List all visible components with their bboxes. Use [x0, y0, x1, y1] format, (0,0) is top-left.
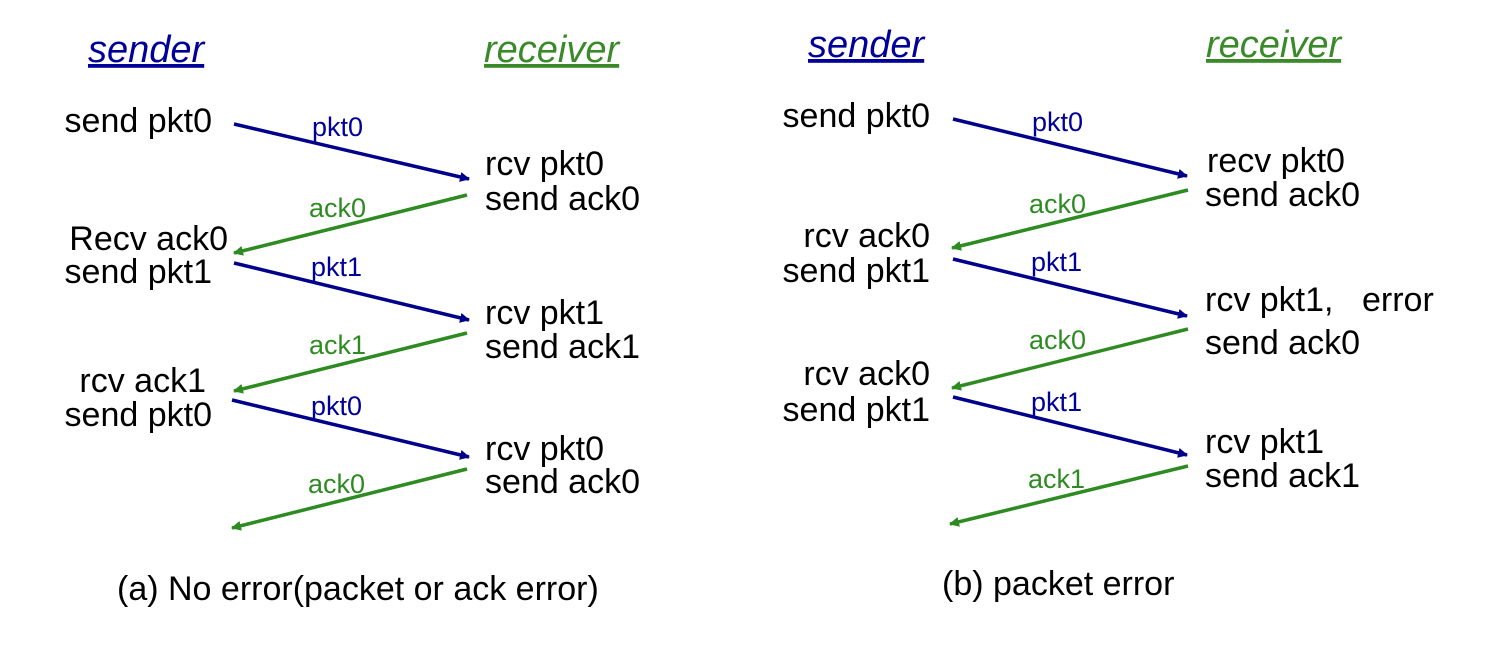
panel-b-sender-event: send pkt0: [783, 97, 930, 135]
panel-a: sender receiver send pkt0 Recv ack0 send…: [65, 29, 640, 608]
panel-b-receiver-event: recv pkt0: [1207, 142, 1345, 180]
panel-b-receiver-heading: receiver: [1206, 24, 1342, 66]
panel-a-message-label: pkt0: [312, 112, 363, 142]
panel-b-ack-arrow: [951, 327, 1189, 391]
panel-a-message-label: ack0: [309, 193, 366, 223]
panel-b-receiver-event: send ack1: [1205, 457, 1360, 495]
panel-b-message-label: pkt1: [1031, 247, 1082, 277]
panel-b-pkt-arrow: [952, 117, 1188, 179]
panel-b-receiver-event: rcv pkt1: [1205, 423, 1324, 461]
panel-b-sender-event: rcv ack0: [803, 217, 930, 255]
panel-a-receiver-event: send ack0: [485, 180, 640, 218]
panel-a-message-label: pkt0: [311, 391, 362, 421]
panel-a-sender-event: rcv ack1: [79, 362, 206, 400]
panel-a-sender-event: send pkt1: [65, 253, 212, 291]
panel-a-receiver-event: rcv pkt0: [485, 430, 604, 468]
panel-a-receiver-event: rcv pkt1: [485, 294, 604, 332]
panel-b-receiver-event: send ack0: [1205, 176, 1360, 214]
panel-a-caption: (a) No error(packet or ack error): [117, 570, 599, 608]
panel-b-sender-heading: sender: [808, 24, 926, 66]
panel-a-receiver-event: send ack0: [485, 463, 640, 501]
panel-a-receiver-heading: receiver: [484, 29, 620, 71]
panel-a-receiver-event: send ack1: [485, 328, 640, 366]
panel-b-ack-arrow: [949, 464, 1189, 527]
panel-a-sender-event: send pkt0: [65, 396, 212, 434]
panel-b-message-label: ack0: [1029, 189, 1086, 219]
panel-a-message-label: ack0: [308, 469, 365, 499]
panel-b-message-label: ack0: [1029, 325, 1086, 355]
panel-a-sender-event: send pkt0: [65, 102, 212, 140]
panel-b-message-label: ack1: [1028, 464, 1085, 494]
panel-b-pkt-arrow: [952, 395, 1188, 458]
panel-b: sender receiver send pkt0 rcv ack0 send …: [783, 24, 1434, 603]
panel-a-pkt-arrow: [231, 398, 470, 460]
panel-a-message-label: pkt1: [311, 252, 362, 282]
panel-a-pkt-arrow: [233, 122, 470, 182]
panel-a-ack-arrow: [231, 467, 468, 531]
panel-b-message-label: pkt0: [1032, 107, 1083, 137]
panel-b-caption: (b) packet error: [942, 565, 1174, 603]
panel-b-receiver-event: rcv pkt1,: [1205, 281, 1333, 319]
panel-b-ack-arrow: [951, 188, 1189, 251]
panel-a-sender-event: Recv ack0: [69, 220, 228, 258]
panel-a-message-label: ack1: [309, 330, 366, 360]
panel-b-pkt-arrow: [952, 257, 1188, 319]
panel-b-sender-event: rcv ack0: [803, 355, 930, 393]
panel-b-error-label: error: [1362, 281, 1434, 319]
panel-a-pkt-arrow: [233, 261, 470, 323]
panel-a-receiver-event: rcv pkt0: [485, 145, 604, 183]
panel-b-sender-event: send pkt1: [783, 252, 930, 290]
panel-a-ack-arrow: [233, 193, 468, 256]
panel-a-ack-arrow: [233, 331, 468, 394]
panel-b-receiver-event: send ack0: [1205, 324, 1360, 362]
panel-b-message-label: pkt1: [1031, 387, 1082, 417]
panel-b-sender-event: send pkt1: [783, 391, 930, 429]
panel-a-sender-heading: sender: [88, 29, 206, 71]
